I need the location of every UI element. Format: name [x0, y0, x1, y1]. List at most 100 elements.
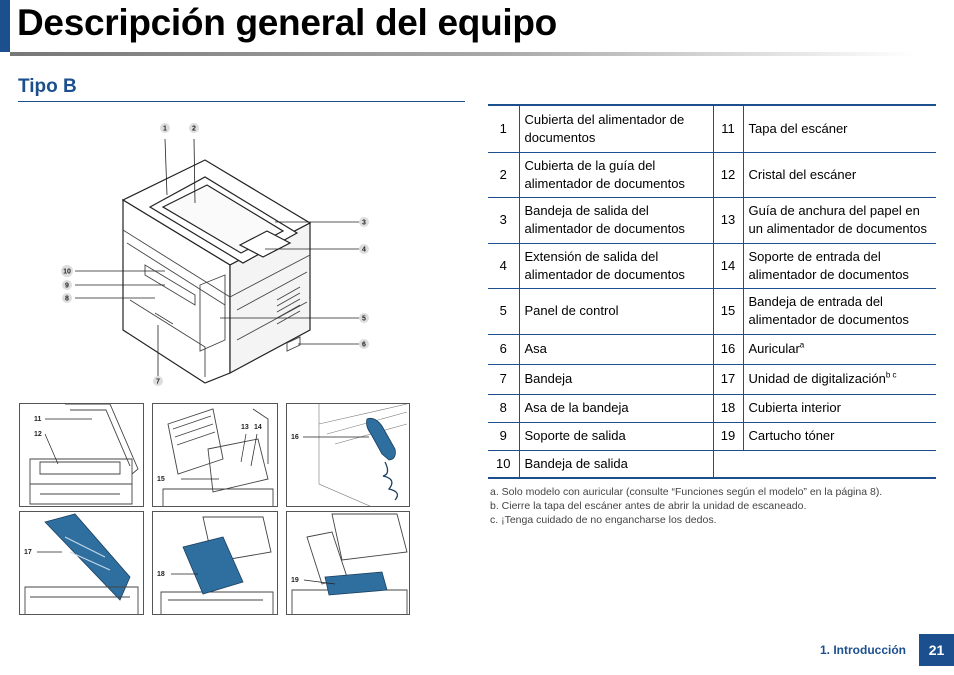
table-row: 5 Panel de control 15 Bandeja de entrada…: [488, 288, 936, 335]
part-number: 17: [713, 364, 744, 395]
toner-drawing: 19: [291, 513, 408, 614]
callout-8: 8: [65, 296, 69, 303]
title-rule: [10, 52, 915, 56]
callout-badge: [62, 293, 72, 303]
callout-4: 4: [362, 247, 366, 254]
thumbnail-adf-open: 13 14 15: [152, 403, 278, 507]
callout-badge: [189, 123, 199, 133]
footnotes: a. Solo modelo con auricular (consulte “…: [490, 485, 882, 527]
callout-16: 16: [291, 434, 299, 441]
part-number: 4: [488, 243, 520, 289]
callout-badge: [359, 313, 369, 323]
part-name: Asa de la bandeja: [519, 394, 714, 423]
part-name: Extensión de salida del alimentador de d…: [519, 243, 714, 289]
callout-badge: [62, 280, 72, 290]
part-name: Panel de control: [519, 288, 714, 335]
part-number: 5: [488, 288, 520, 335]
callout-5: 5: [362, 316, 366, 323]
part-name: [743, 450, 936, 479]
callout-2: 2: [192, 126, 196, 133]
part-number: 13: [713, 197, 744, 244]
callout-badge: [359, 339, 369, 349]
part-name: Cubierta interior: [743, 394, 936, 423]
part-name: Bandeja: [519, 364, 714, 395]
part-number: 3: [488, 197, 520, 244]
callout-1: 1: [163, 126, 167, 133]
part-number: 11: [713, 104, 744, 153]
callout-3: 3: [362, 220, 366, 227]
adf-open-drawing: 13 14 15: [157, 408, 274, 506]
table-row: 9 Soporte de salida 19 Cartucho tóner: [488, 422, 936, 451]
part-name: Cubierta del alimentador de documentos: [519, 104, 714, 153]
callout-15: 15: [157, 476, 165, 483]
scan-unit-drawing: 17: [24, 513, 139, 614]
part-name: Bandeja de salida: [519, 450, 714, 479]
callout-badge: [153, 376, 163, 386]
callout-badge: [61, 265, 73, 277]
thumbnail-toner: 19: [286, 511, 410, 615]
footnote-a: a. Solo modelo con auricular (consulte “…: [490, 486, 883, 498]
thumbnail-inner-cover: 18: [152, 511, 278, 615]
scan-unit-highlight: [44, 513, 131, 601]
table-row: 7 Bandeja 17 Unidad de digitalizaciónb c: [488, 364, 936, 395]
part-number: 8: [488, 394, 520, 423]
part-name: Tapa del escáner: [743, 104, 936, 153]
part-number: 6: [488, 334, 520, 365]
callout-6: 6: [362, 342, 366, 349]
part-number: 18: [713, 394, 744, 423]
section-title: Tipo B: [18, 76, 77, 97]
callout-badge: [160, 123, 170, 133]
part-number: 12: [713, 152, 744, 198]
toner-highlight: [324, 571, 388, 596]
printer-illustration: 1 2 3 4 5 6 7 8 9 10: [55, 115, 385, 395]
main-callouts: 1 2 3 4 5 6 7 8 9 10: [61, 123, 369, 386]
callout-7: 7: [156, 379, 160, 386]
part-name: Cubierta de la guía del alimentador de d…: [519, 152, 714, 198]
part-name: Bandeja de entrada del alimentador de do…: [743, 288, 936, 335]
part-number: 10: [488, 450, 520, 479]
part-number: [713, 450, 743, 479]
part-number: 19: [713, 422, 744, 451]
page-number: 21: [919, 634, 954, 666]
thumbnail-scan-unit: 17: [19, 511, 144, 615]
table-row: 3 Bandeja de salida del alimentador de d…: [488, 197, 936, 244]
part-number: 16: [713, 334, 744, 365]
callout-14: 14: [254, 424, 262, 431]
title-accent-bar: [0, 0, 10, 52]
callout-13: 13: [241, 424, 249, 431]
inner-cover-drawing: 18: [157, 516, 274, 614]
part-name: Unidad de digitalizaciónb c: [743, 364, 936, 395]
table-row: 2 Cubierta de la guía del alimentador de…: [488, 152, 936, 198]
part-number: 9: [488, 422, 520, 451]
table-row: 4 Extensión de salida del alimentador de…: [488, 243, 936, 289]
footnote-b: b. Cierre la tapa del escáner antes de a…: [490, 500, 807, 512]
handset-icon: [366, 417, 396, 461]
table-row: 10 Bandeja de salida: [488, 450, 936, 479]
part-number: 1: [488, 104, 520, 153]
inner-cover-highlight: [182, 536, 244, 595]
page-title: Descripción general del equipo: [17, 2, 557, 43]
part-name: Cristal del escáner: [743, 152, 936, 198]
callout-17: 17: [24, 549, 32, 556]
part-name: Cartucho tóner: [743, 422, 936, 451]
part-name: Bandeja de salida del alimentador de doc…: [519, 197, 714, 244]
callout-9: 9: [65, 283, 69, 290]
table-row: 8 Asa de la bandeja 18 Cubierta interior: [488, 394, 936, 423]
part-number: 14: [713, 243, 744, 289]
callout-badge: [359, 244, 369, 254]
callout-12: 12: [34, 431, 42, 438]
chapter-link[interactable]: 1. Introducción: [819, 643, 906, 657]
callout-badge: [359, 217, 369, 227]
callout-10: 10: [63, 269, 71, 276]
part-number: 7: [488, 364, 520, 395]
section-rule: [18, 101, 465, 102]
part-name: Asa: [519, 334, 714, 365]
part-name: Soporte de salida: [519, 422, 714, 451]
part-name: Auriculara: [743, 334, 936, 365]
callout-11: 11: [34, 416, 42, 423]
handset-drawing: 16: [291, 404, 408, 506]
part-name: Guía de anchura del papel en un alimenta…: [743, 197, 936, 244]
part-number: 2: [488, 152, 520, 198]
part-number: 15: [713, 288, 744, 335]
thumbnail-handset: 16: [286, 403, 410, 507]
